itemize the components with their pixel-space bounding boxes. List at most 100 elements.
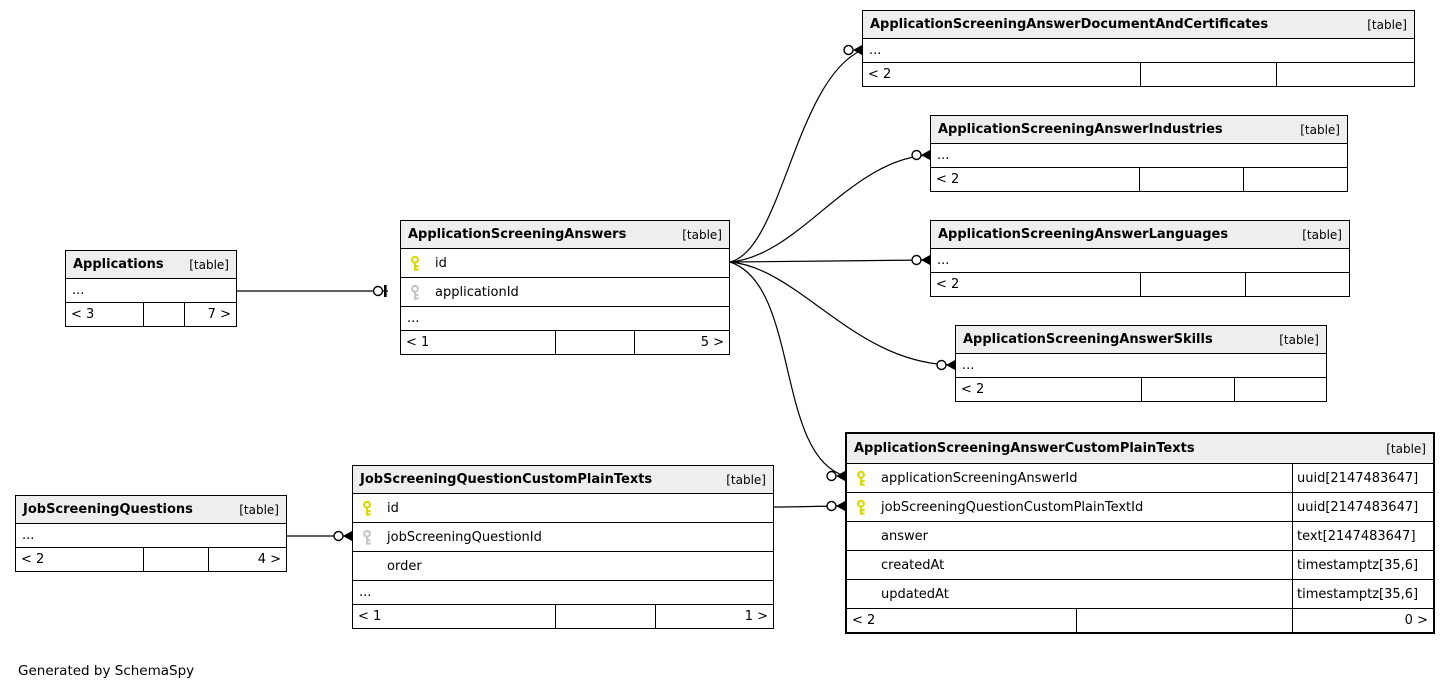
table-header[interactable]: ApplicationScreeningAnswerIndustries [tab… [931,116,1347,144]
table-name: ApplicationScreeningAnswerIndustries [938,122,1223,137]
odot-marker [372,285,384,297]
ellipsis-row: ... [931,144,1347,168]
ellipsis-row: ... [401,307,729,331]
column-name: id [387,500,399,516]
footer-mid-cell [1141,378,1234,401]
odot-marker [911,254,922,266]
table-tag: [table] [726,472,766,487]
table-header[interactable]: ApplicationScreeningAnswerCustomPlainTex… [847,434,1433,464]
footer-mid-cell [142,548,208,571]
footer-children-count [1233,378,1327,401]
table-name: JobScreeningQuestionCustomPlainTexts [360,472,653,487]
footer-children-count: 5 > [633,331,729,354]
footer-mid-cell [1139,168,1243,191]
footer-parents-count: < 3 [71,307,95,322]
column-row: id [401,249,729,278]
ellipsis-row: ... [66,279,236,303]
table-asa-document-and-certificates[interactable]: ApplicationScreeningAnswerDocumentAndCer… [862,10,1415,87]
footer-children-count [1243,168,1347,191]
footer-mid-cell [555,331,634,354]
ellipsis-row: ... [931,249,1349,273]
table-name: ApplicationScreeningAnswerSkills [963,332,1213,347]
footer-children-count: 0 > [1292,609,1433,632]
table-applications[interactable]: Applications[table]... < 3 7 > [65,250,237,327]
table-footer: < 2 [931,168,1347,191]
column-type: timestamptz[35,6] [1292,580,1433,608]
ellipsis-row: ... [16,524,286,548]
column-row: order [353,552,773,581]
table-header[interactable]: ApplicationScreeningAnswerSkills [table] [956,326,1326,354]
table-asa-industries[interactable]: ApplicationScreeningAnswerIndustries [tab… [930,115,1348,192]
table-name: ApplicationScreeningAnswers [408,227,627,242]
crow-arrow-marker [921,255,930,265]
table-tag: [table] [682,227,722,242]
crow-arrow-marker [343,531,352,541]
column-name: applicationId [435,284,519,300]
table-header[interactable]: ApplicationScreeningAnswerLanguages [tabl… [931,221,1349,249]
table-footer: < 2 0 > [847,609,1433,632]
table-tag: [table] [1279,332,1319,347]
generated-by-note: Generated by SchemaSpy [18,663,195,679]
table-job-screening-questions[interactable]: JobScreeningQuestions[table]... < 2 4 > [15,495,287,572]
column-name: jobScreeningQuestionCustomPlainTextId [881,499,1144,515]
relationship-edge [729,149,931,263]
column-row: jobScreeningQuestionCustomPlainTextId uui… [847,493,1433,522]
table-header[interactable]: ApplicationScreeningAnswerDocumentAndCer… [863,11,1414,39]
footer-parents-count: < 2 [21,552,45,567]
column-row: id [353,494,773,523]
table-tag: [table] [1302,227,1342,242]
column-name: applicationScreeningAnswerId [881,470,1078,486]
crow-arrow-marker [836,501,845,511]
footer-parents-count: < 2 [961,382,985,397]
fk-key-icon [353,529,387,546]
footer-children-count: 7 > [184,303,236,326]
pk-key-icon [847,470,881,487]
column-type: timestamptz[35,6] [1292,551,1433,579]
table-footer: < 2 4 > [16,548,286,571]
odot-marker [911,149,922,161]
table-header[interactable]: ApplicationScreeningAnswers [table] [401,221,729,249]
footer-mid-cell [1075,609,1293,632]
footer-parents-count: < 1 [358,609,382,624]
crow-arrow-marker [946,360,955,370]
odot-marker [826,470,837,482]
table-tag: [table] [1367,17,1407,32]
table-job-screening-question-custom-plain-texts[interactable]: JobScreeningQuestionCustomPlainTexts [tab… [352,465,774,629]
table-tag: [table] [189,257,229,272]
ellipsis-row: ... [956,354,1326,378]
column-type: text[2147483647] [1292,522,1433,550]
table-tag: [table] [239,502,279,517]
footer-children-count: 4 > [207,548,286,571]
odot-marker [333,530,344,542]
fk-key-icon [401,284,435,301]
crow-arrow-marker [921,150,930,160]
table-header[interactable]: JobScreeningQuestions[table] [16,496,286,524]
table-name: ApplicationScreeningAnswerLanguages [938,227,1229,242]
table-asa-skills[interactable]: ApplicationScreeningAnswerSkills [table].… [955,325,1327,402]
footer-mid-cell [1140,273,1245,296]
table-tag: [table] [1386,441,1426,456]
table-asa-languages[interactable]: ApplicationScreeningAnswerLanguages [tabl… [930,220,1350,297]
table-tag: [table] [1300,122,1340,137]
table-header[interactable]: Applications[table] [66,251,236,279]
odot-marker [936,359,947,371]
table-footer: < 2 [863,63,1414,86]
relationship-edge [729,44,863,263]
tee-marker [384,285,387,297]
table-header[interactable]: JobScreeningQuestionCustomPlainTexts [tab… [353,466,773,494]
ellipsis-row: ... [353,581,773,605]
column-type: uuid[2147483647] [1292,464,1433,492]
table-application-screening-answers[interactable]: ApplicationScreeningAnswers [table] id appl… [400,220,730,355]
column-type: uuid[2147483647] [1292,493,1433,521]
pk-key-icon [353,500,387,517]
column-row: applicationId [401,278,729,307]
footer-parents-count: < 2 [852,613,876,628]
table-name: ApplicationScreeningAnswerCustomPlainTex… [854,441,1195,456]
relationship-edge [729,254,931,266]
table-asa-custom-plain-texts[interactable]: ApplicationScreeningAnswerCustomPlainTex… [845,432,1435,634]
table-footer: < 3 7 > [66,303,236,326]
